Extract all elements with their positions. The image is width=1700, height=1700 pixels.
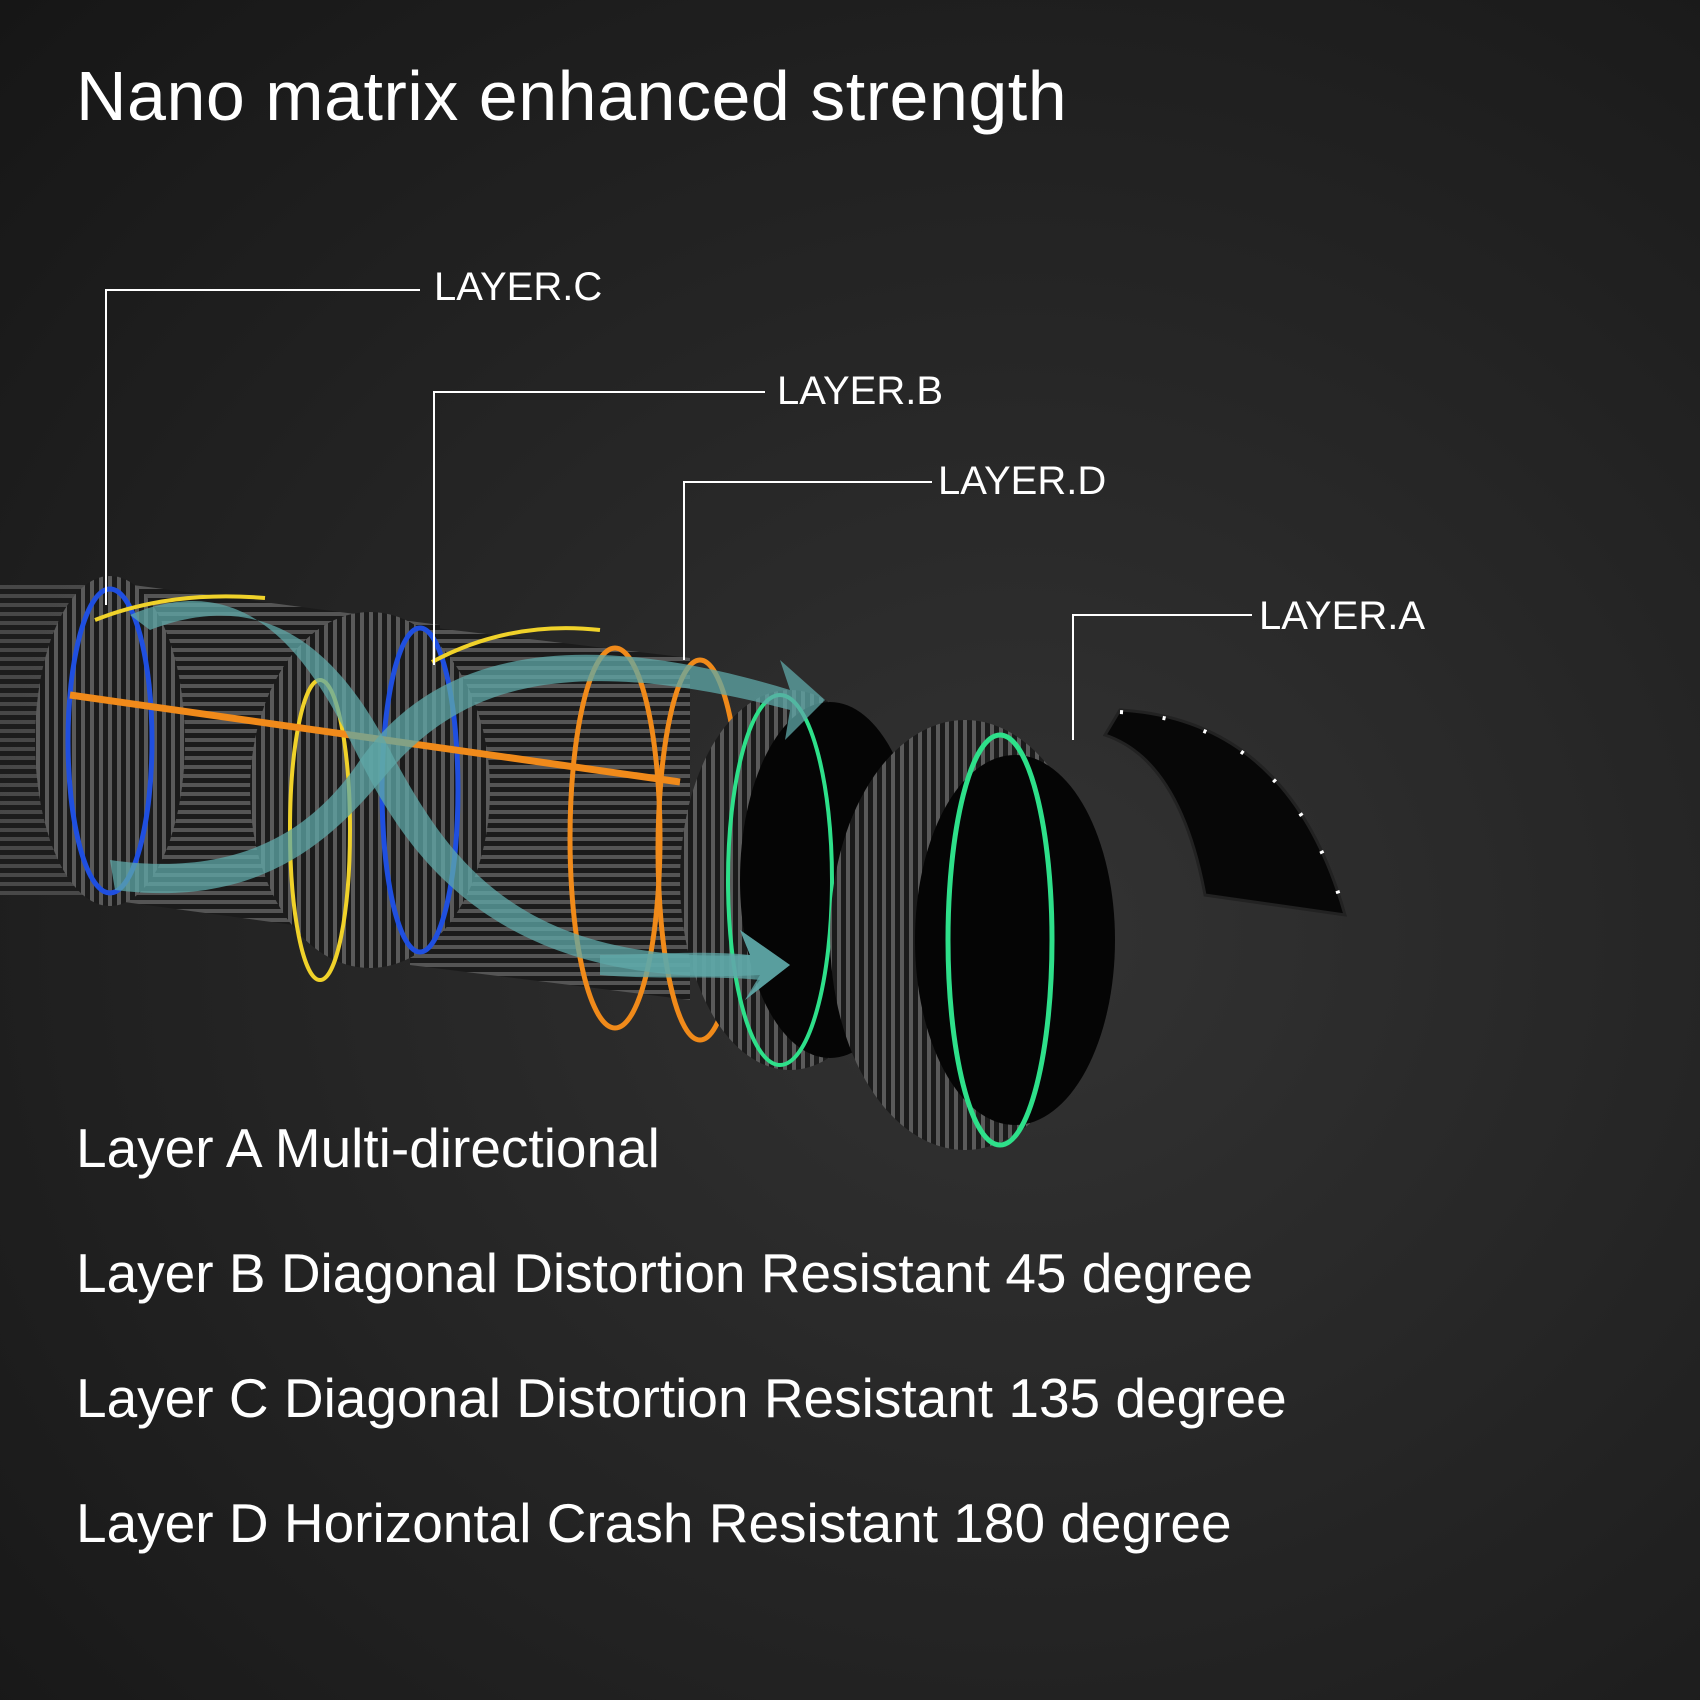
layer-d-label: LAYER.D: [938, 459, 1106, 503]
layer-descriptions: Layer A Multi-directional Layer B Diagon…: [76, 1115, 1287, 1615]
layer-d-description: Layer D Horizontal Crash Resistant 180 d…: [76, 1492, 1232, 1554]
layer-c-label: LAYER.C: [434, 265, 602, 309]
direction-arrows: [110, 601, 825, 1000]
layer-a-ring: [945, 732, 1055, 1148]
layer-b-label: LAYER.B: [777, 369, 943, 413]
layer-b-description: Layer B Diagonal Distortion Resistant 45…: [76, 1242, 1254, 1304]
layer-d-leader: [683, 481, 932, 660]
layer-c-ring: [65, 586, 155, 896]
layer-a-description: Layer A Multi-directional: [76, 1117, 660, 1179]
page-title: Nano matrix enhanced strength: [76, 57, 1068, 135]
layer-c-leader: [105, 289, 420, 605]
callout-lines: [105, 289, 1252, 740]
layer-a-label: LAYER.A: [1259, 594, 1425, 638]
layer-c-description: Layer C Diagonal Distortion Resistant 13…: [76, 1367, 1287, 1429]
layer-b-leader: [433, 391, 765, 665]
layer-a-leader: [1072, 614, 1252, 740]
layer-a-end-ring: [830, 708, 1348, 1150]
